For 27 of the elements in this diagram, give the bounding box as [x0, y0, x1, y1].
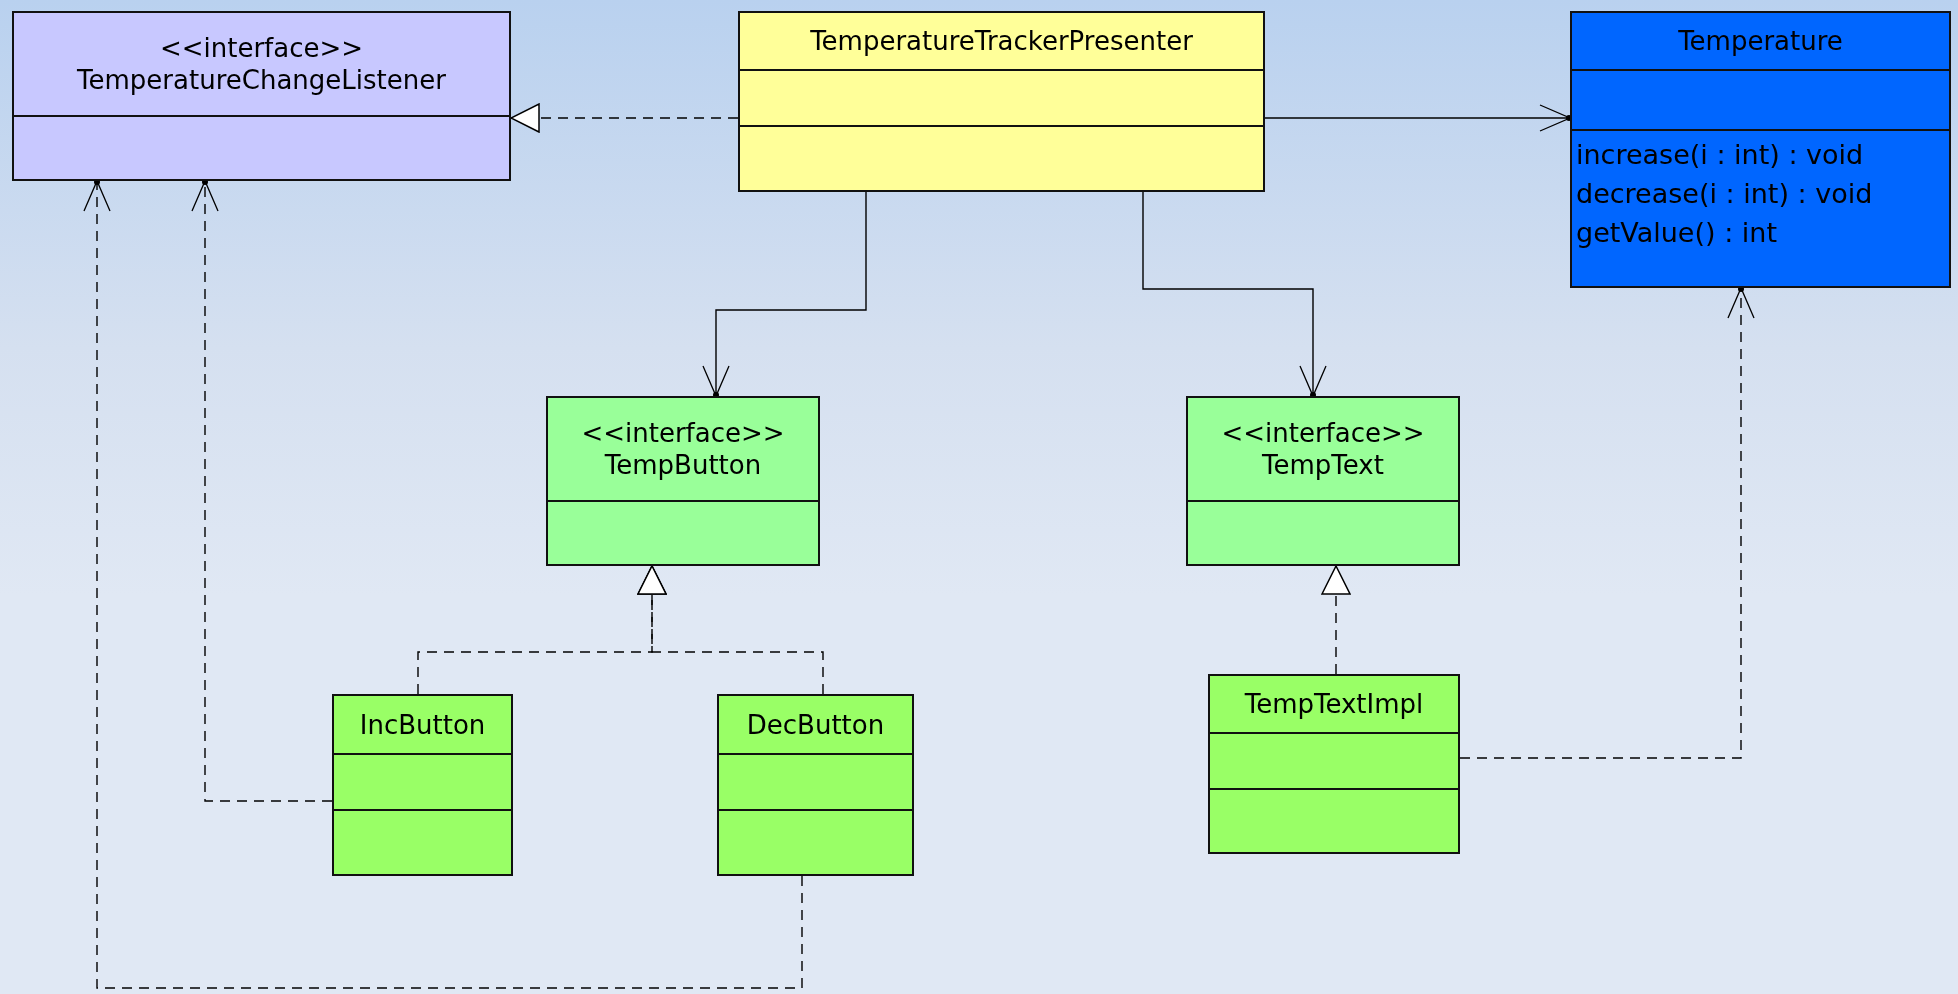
stereotype-label: <<interface>>	[581, 417, 785, 449]
method-signature: decrease(i : int) : void	[1576, 177, 1873, 211]
method-signature: increase(i : int) : void	[1576, 138, 1864, 172]
class-name: DecButton	[746, 708, 885, 741]
solid-arrow	[702, 191, 867, 399]
class-box	[546, 396, 820, 566]
class-name: TempText	[1262, 449, 1384, 481]
dashed-arrow	[1321, 565, 1351, 675]
dashed-arrow	[510, 103, 739, 133]
class-name: TempTextImpl	[1244, 688, 1424, 720]
class-box	[738, 11, 1265, 192]
stereotype-label: <<interface>>	[159, 32, 364, 64]
class-box	[1570, 11, 1951, 288]
class-name: IncButton	[359, 708, 486, 741]
class-name: TempButton	[604, 449, 762, 481]
class-box	[1186, 396, 1460, 566]
class-name: Temperature	[1678, 25, 1843, 57]
dashed-arrow	[637, 565, 824, 695]
stereotype-label: <<interface>>	[1221, 417, 1425, 449]
class-name: TemperatureChangeListener	[77, 64, 446, 96]
class-box	[12, 11, 511, 181]
class-box	[332, 694, 513, 876]
class-box	[717, 694, 914, 876]
method-signature: getValue() : int	[1576, 216, 1777, 250]
class-name: TemperatureTrackerPresenter	[810, 25, 1193, 57]
solid-arrow	[1142, 191, 1327, 399]
class-box	[1208, 674, 1460, 854]
